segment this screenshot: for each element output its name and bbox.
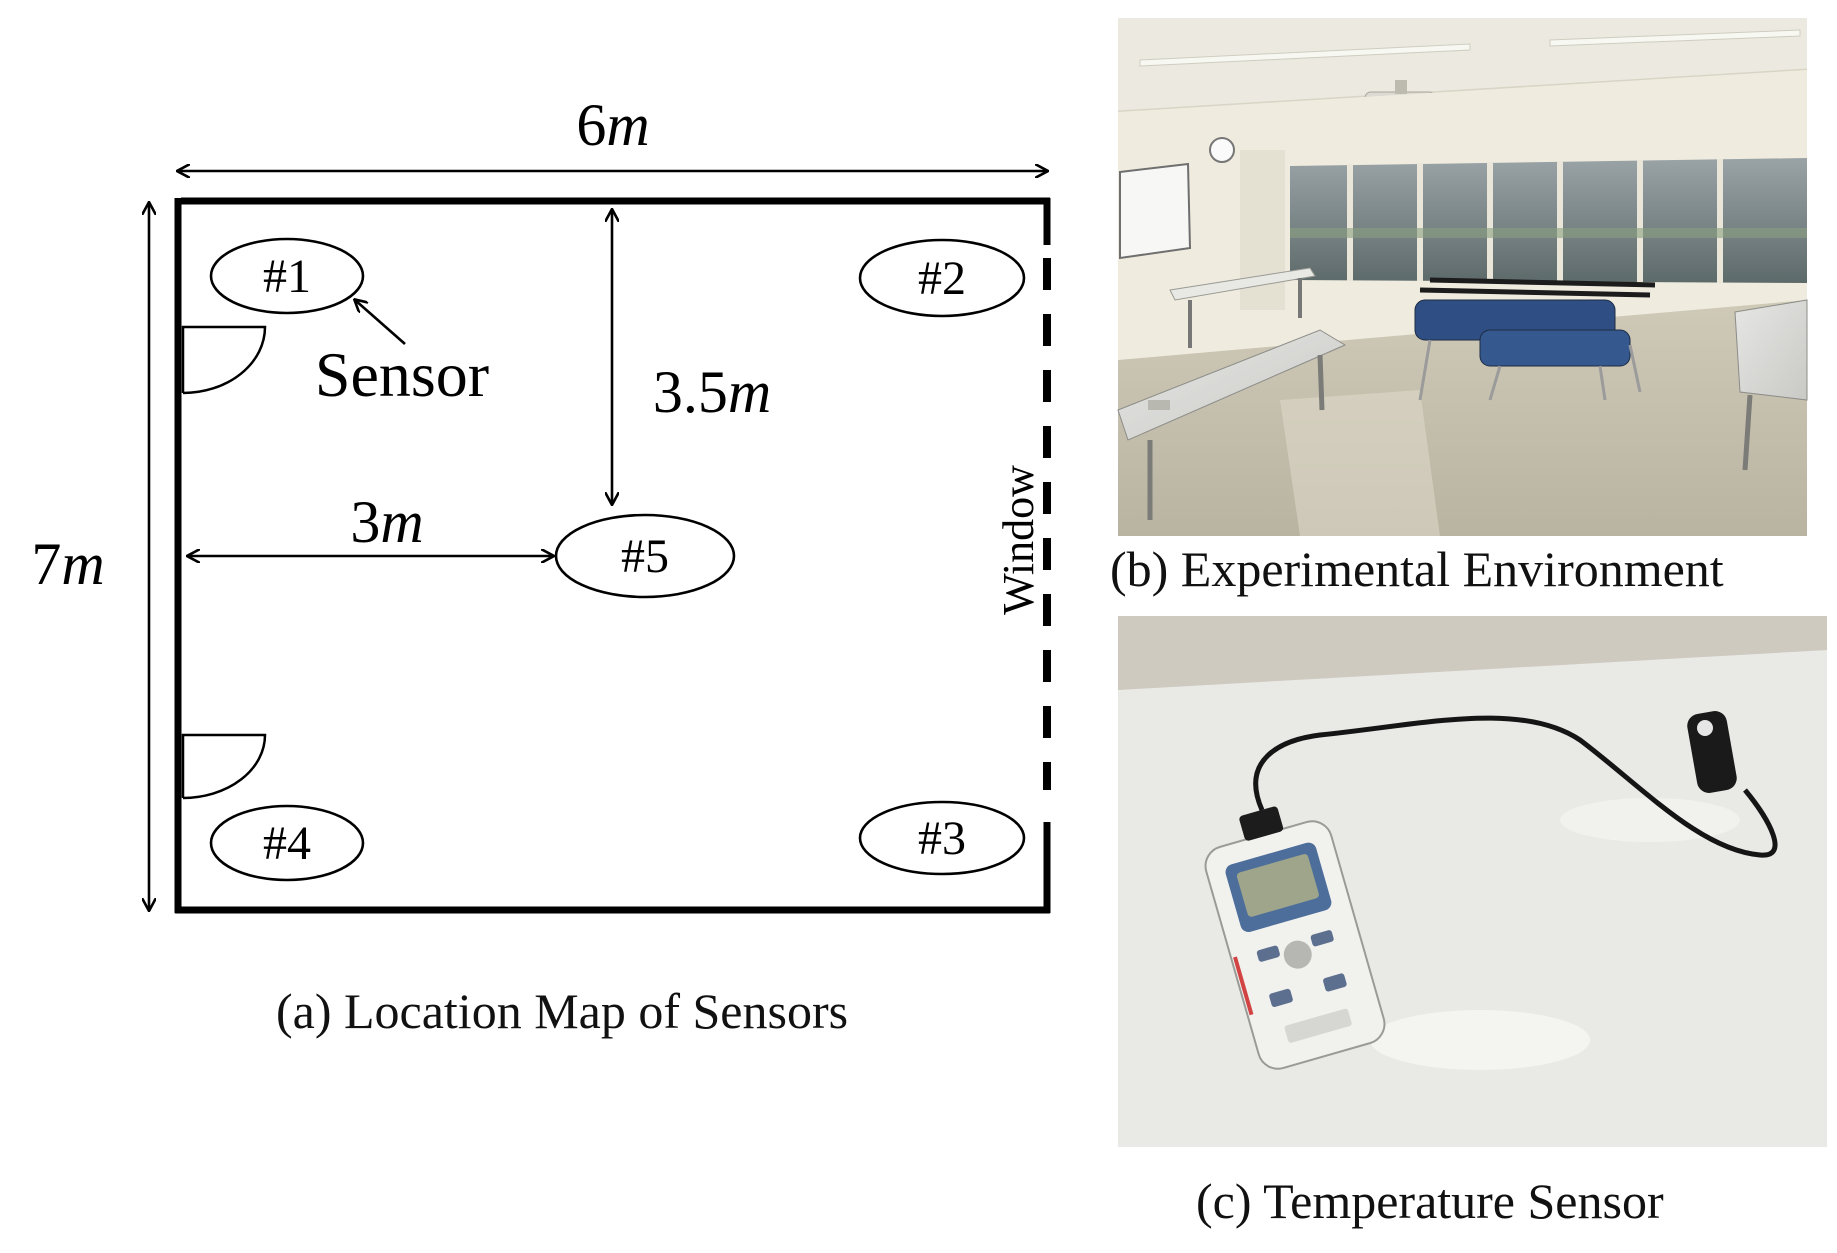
horizontal-distance-label: 3m	[350, 489, 423, 555]
environment-photo	[1117, 18, 1808, 536]
sensor-3-label: #3	[918, 812, 966, 865]
location-map: 6m 7m 3.5m 3m #1 #2 #3 #4 #5 Sensor Wind…	[31, 92, 1051, 914]
height-label: 7m	[31, 531, 104, 597]
sensor-1-label: #1	[263, 250, 311, 303]
sensor-5-marker	[554, 513, 736, 599]
location-map-caption: (a) Location Map of Sensors	[276, 983, 849, 1039]
sensor-2-label: #2	[918, 252, 966, 305]
room-wall	[174, 197, 1050, 914]
sensor-4-label: #4	[263, 817, 311, 870]
door-top	[181, 325, 267, 395]
sensor-1-marker	[209, 237, 365, 315]
sensor-photo-caption: (c) Temperature Sensor	[1196, 1173, 1664, 1229]
width-label: 6m	[576, 92, 649, 158]
sensor-2-marker	[858, 238, 1026, 318]
sensor-pointer-label: Sensor	[315, 339, 489, 410]
window-label: Window	[994, 465, 1043, 615]
environment-photo-caption: (b) Experimental Environment	[1110, 541, 1724, 597]
sensor-3-marker	[858, 800, 1026, 876]
sensor-pointer-arrow	[355, 300, 406, 345]
sensor-4-marker	[209, 804, 365, 882]
door-bottom	[181, 733, 267, 800]
sensor-5-label: #5	[621, 530, 669, 583]
vertical-distance-label: 3.5m	[653, 359, 771, 425]
sensor-photo	[1118, 616, 1827, 1147]
